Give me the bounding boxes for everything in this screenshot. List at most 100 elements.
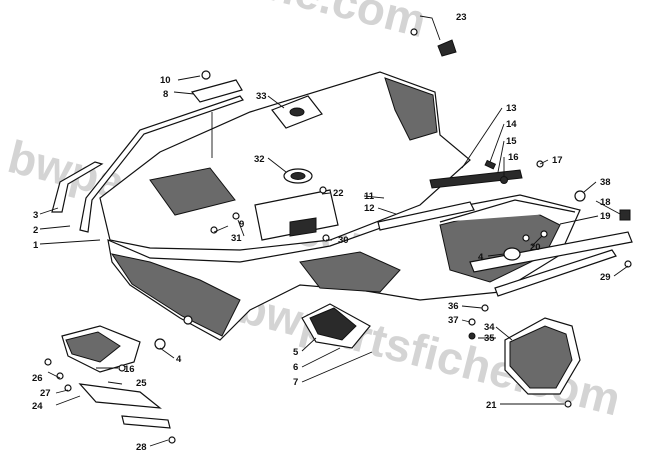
leader-18	[595, 200, 621, 215]
screw-9	[210, 226, 218, 234]
screw-30	[322, 234, 330, 242]
belly-pan-assembly	[51, 70, 633, 341]
callout-29: 29	[600, 272, 611, 283]
lower-cover	[504, 317, 581, 395]
screw-23	[410, 28, 418, 36]
callout-16-top: 16	[508, 152, 519, 163]
callout-36: 36	[448, 301, 459, 312]
callout-19: 19	[600, 211, 611, 222]
callout-17: 17	[552, 155, 563, 166]
leader-22	[321, 192, 331, 195]
leader-9	[213, 225, 229, 233]
callout-32: 32	[254, 154, 265, 165]
callout-23: 23	[456, 12, 467, 23]
bracket-plate	[254, 189, 339, 241]
callout-38: 38	[600, 177, 611, 188]
screw-31	[232, 212, 240, 220]
cap-38	[574, 190, 586, 202]
callout-12: 12	[364, 203, 375, 214]
nut-20	[540, 230, 548, 238]
leader-31	[237, 219, 245, 237]
leader-33	[267, 95, 285, 109]
side-strip-lower	[494, 249, 617, 297]
leader-lines	[39, 15, 629, 447]
callout-1: 1	[33, 240, 39, 251]
leader-1	[39, 239, 101, 245]
leader-19	[559, 215, 599, 225]
callout-14: 14	[506, 119, 517, 130]
right-panel-edge	[439, 199, 576, 223]
lower-left-shading	[110, 253, 241, 337]
screw-29	[624, 260, 632, 268]
callout-8: 8	[163, 89, 168, 100]
clip-18	[619, 209, 631, 221]
leader-24	[55, 395, 81, 406]
callout-28: 28	[136, 442, 147, 453]
strip-13	[429, 169, 523, 189]
callout-20: 20	[530, 242, 541, 253]
grommet-14	[484, 159, 497, 170]
bracket-block	[289, 217, 317, 237]
leader-38	[583, 181, 597, 193]
callout-10: 10	[160, 75, 171, 86]
callout-labels: 23 10 8 33 32 3 2 1 9 31 22 30 11 12 13 …	[32, 12, 611, 453]
leader-34	[495, 326, 513, 341]
leader-2	[39, 225, 71, 230]
leader-27	[55, 389, 69, 394]
leader-11	[363, 195, 385, 199]
callout-24: 24	[32, 401, 43, 412]
guard-bracket-24	[78, 383, 162, 409]
leader-17	[539, 159, 549, 165]
callout-31: 31	[231, 233, 242, 244]
leader-36	[461, 305, 483, 309]
callout-13: 13	[506, 103, 517, 114]
leader-7	[301, 351, 373, 383]
callout-5: 5	[293, 347, 299, 358]
guard-plate-28	[121, 415, 171, 429]
leader-29	[613, 265, 629, 277]
leader-14	[489, 123, 505, 163]
bracket-8	[190, 79, 243, 103]
callout-2: 2	[33, 225, 38, 236]
trim-strip	[79, 95, 244, 233]
callout-6: 6	[293, 362, 298, 373]
upper-pan-shading	[384, 77, 438, 141]
cover-34-shading	[509, 325, 573, 389]
washer-27	[64, 384, 72, 392]
leader-5	[301, 337, 317, 352]
grommet-32-hole	[290, 172, 306, 180]
rail-2	[51, 161, 104, 213]
side-strip-19	[469, 231, 633, 273]
vent-boot-assembly	[301, 303, 371, 349]
callout-22: 22	[333, 188, 344, 199]
washer-20	[522, 234, 530, 242]
guard-assembly	[44, 325, 171, 429]
guard-shading	[65, 331, 121, 363]
callout-34: 34	[484, 322, 495, 333]
leader-28	[149, 439, 169, 447]
plate-33-hole	[289, 107, 305, 117]
callout-9: 9	[239, 219, 244, 230]
bolt-10	[201, 70, 211, 80]
leader-8	[173, 91, 195, 95]
leader-37	[461, 319, 471, 323]
leader-4a	[159, 347, 175, 359]
leader-26	[47, 371, 61, 379]
vent-5-opening	[309, 307, 357, 341]
watermark-top: bwpartsfiche.com	[39, 0, 431, 47]
leader-6	[301, 347, 341, 368]
callout-21: 21	[486, 400, 497, 411]
callout-7: 7	[293, 377, 298, 388]
leader-10	[177, 75, 201, 81]
screw-36	[481, 304, 489, 312]
callout-4-left-hidden: 4	[140, 304, 146, 315]
callout-25: 25	[136, 378, 147, 389]
grommet-4a	[154, 338, 166, 350]
leader-4c	[487, 253, 505, 257]
leader-20	[531, 235, 543, 247]
callout-15: 15	[506, 136, 517, 147]
callout-4-bottom: 4	[176, 354, 182, 365]
callout-26: 26	[32, 373, 43, 384]
rivet-22	[319, 186, 327, 194]
